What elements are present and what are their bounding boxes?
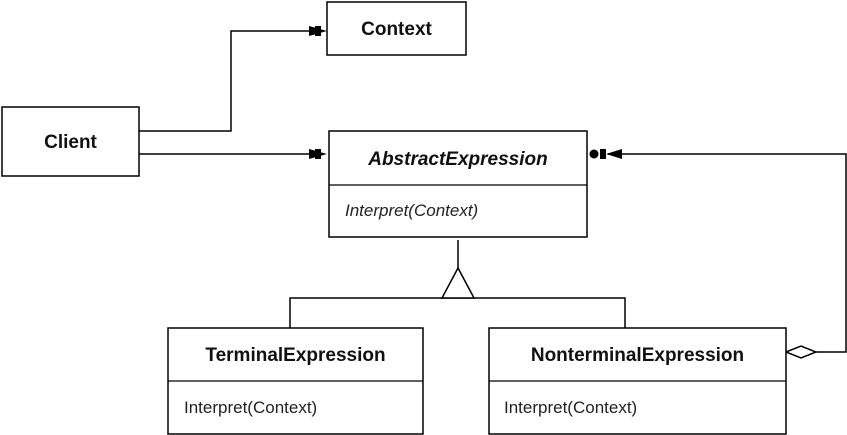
class-abstractexpression: AbstractExpression Interpret(Context)	[328, 130, 588, 238]
class-abstractexpression-operation: Interpret(Context)	[345, 201, 478, 220]
class-terminalexpression-operation: Interpret(Context)	[184, 398, 317, 417]
class-client-name: Client	[44, 132, 97, 153]
class-client: Client	[1, 106, 140, 177]
class-nonterminalexpression-name: NonterminalExpression	[531, 345, 744, 366]
aggregation-diamond	[783, 345, 819, 359]
aggregation-multiplicity-dot	[589, 149, 599, 159]
class-terminalexpression: TerminalExpression Interpret(Context)	[167, 327, 424, 435]
class-context-name: Context	[361, 19, 432, 40]
inheritance-triangle	[440, 266, 476, 299]
aggregation-arrowhead	[606, 149, 622, 159]
aggregation-arrow-end	[600, 149, 606, 159]
class-abstractexpression-name: AbstractExpression	[367, 149, 548, 170]
client-context-association	[139, 30, 313, 132]
nonterminal-aggregation-link	[608, 153, 847, 353]
inheritance-branch	[289, 297, 626, 328]
client-abstractexpression-arrow-end	[315, 149, 321, 159]
client-context-arrow-end	[315, 26, 321, 36]
class-nonterminalexpression: NonterminalExpression Interpret(Context)	[488, 327, 787, 435]
class-nonterminalexpression-operation: Interpret(Context)	[504, 398, 637, 417]
class-context: Context	[326, 1, 467, 56]
class-terminalexpression-name: TerminalExpression	[205, 345, 385, 366]
